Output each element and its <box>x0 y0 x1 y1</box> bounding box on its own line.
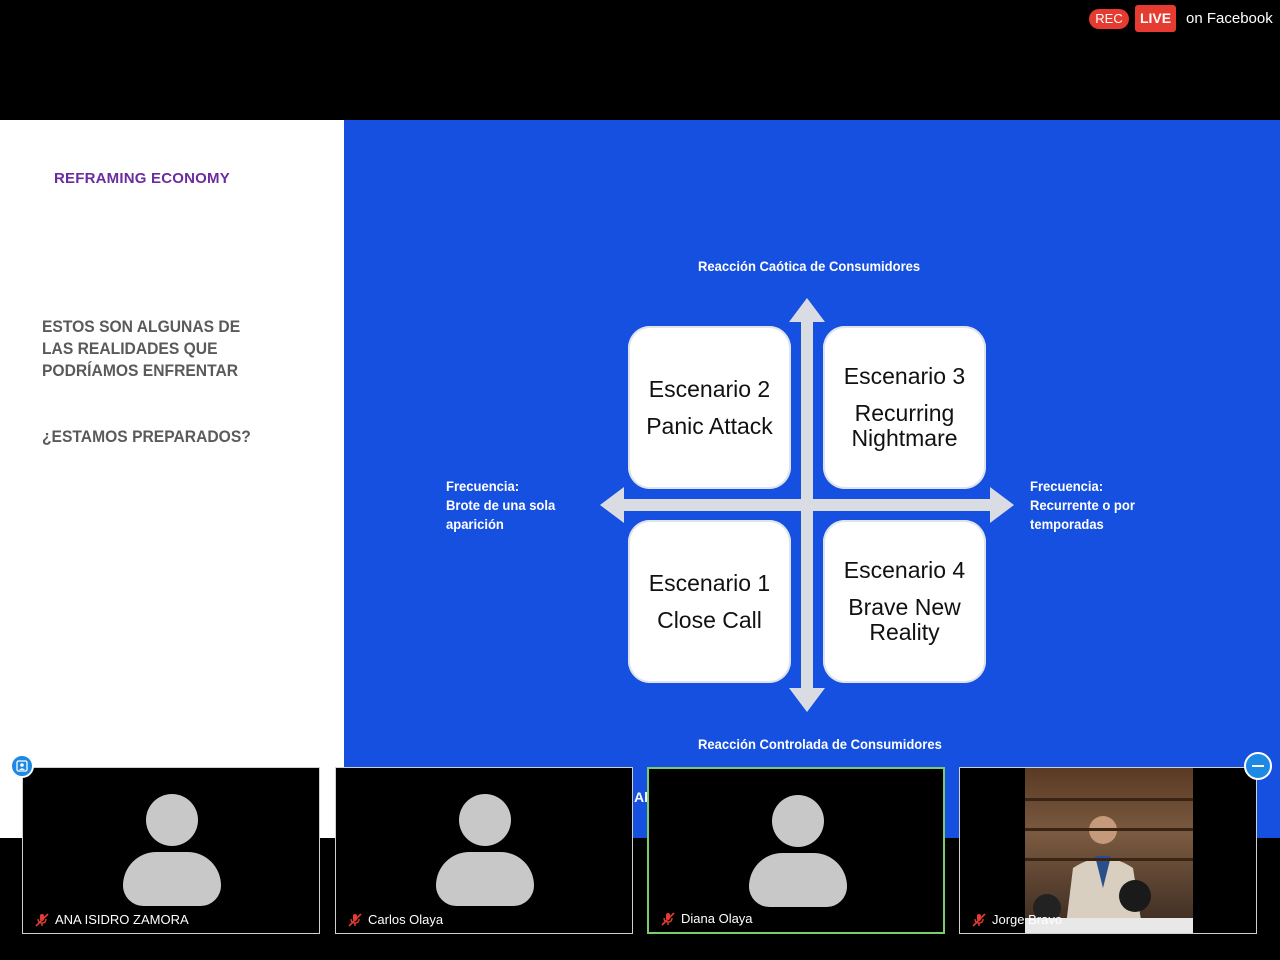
scenario-name: Panic Attack <box>646 412 773 439</box>
participant-name: ANA ISIDRO ZAMORA <box>55 912 189 927</box>
mic-muted-icon <box>35 912 49 927</box>
scenario-name: Close Call <box>657 606 762 633</box>
avatar-placeholder-icon <box>123 794 221 906</box>
scenario-name: Brave New <box>848 594 961 620</box>
live-destination: on Facebook <box>1186 10 1273 27</box>
mic-muted-icon <box>972 912 986 927</box>
scenario-name: Reality <box>869 619 940 645</box>
axis-left-line: Brote de una sola <box>446 497 556 513</box>
axis-right-line: Recurrente o por <box>1030 497 1135 513</box>
axis-left-line: aparición <box>446 516 504 532</box>
participant-name: Diana Olaya <box>681 911 753 926</box>
participant-tile-active-speaker[interactable]: Diana Olaya <box>647 767 945 934</box>
participant-tile[interactable]: Carlos Olaya <box>335 767 633 934</box>
axis-right-line: Frecuencia: <box>1030 478 1104 494</box>
participant-tile[interactable]: ANA ISIDRO ZAMORA <box>22 767 320 934</box>
slide-question: ¿ESTAMOS PREPARADOS? <box>42 427 251 446</box>
headline-line: PODRÍAMOS ENFRENTAR <box>42 361 239 380</box>
participant-name-bar: Diana Olaya <box>661 911 753 926</box>
scenario-4-card: Escenario 4 Brave New Reality <box>823 520 986 683</box>
axis-left-line: Frecuencia: <box>446 478 520 494</box>
participant-tile[interactable]: Jorge Bravo <box>959 767 1257 934</box>
participant-name: Carlos Olaya <box>368 912 444 927</box>
headline-line: LAS REALIDADES QUE <box>42 339 218 358</box>
axis-label-top: Reacción Caótica de Consumidores <box>698 258 921 274</box>
live-badge[interactable]: LIVE <box>1135 5 1176 32</box>
scenario-number: Escenario 1 <box>648 569 771 596</box>
scenario-number: Escenario 3 <box>843 363 966 389</box>
axis-right-line: temporadas <box>1030 516 1104 532</box>
slide-peek-text: Al <box>634 789 648 805</box>
top-status-bar: REC LIVE on Facebook <box>0 0 1280 120</box>
scenario-name: Nightmare <box>851 425 958 451</box>
shared-screen: REFRAMING ECONOMY ESTOS SON ALGUNAS DE L… <box>0 120 1280 840</box>
scenario-name: Recurring <box>854 400 955 426</box>
axis-label-bottom: Reacción Controlada de Consumidores <box>698 736 942 752</box>
scenario-1-card: Escenario 1 Close Call <box>628 520 791 683</box>
rec-badge: REC <box>1089 9 1129 29</box>
axis-arrows <box>600 298 1014 712</box>
headline-line: ESTOS SON ALGUNAS DE <box>42 317 241 336</box>
scenario-number: Escenario 4 <box>843 557 966 583</box>
scenario-number: Escenario 2 <box>648 375 771 402</box>
slide-left-panel: REFRAMING ECONOMY ESTOS SON ALGUNAS DE L… <box>0 120 344 840</box>
axis-label-left: Frecuencia: Brote de una sola aparición <box>446 477 595 534</box>
mic-muted-icon <box>661 911 675 926</box>
slide-brand: REFRAMING ECONOMY <box>54 170 230 187</box>
participant-name: Jorge Bravo <box>992 912 1063 927</box>
axis-label-right: Frecuencia: Recurrente o por temporadas <box>1030 477 1179 534</box>
participant-video <box>1025 768 1193 933</box>
pin-video-icon[interactable] <box>10 754 34 778</box>
mic-muted-icon <box>348 912 362 927</box>
avatar-placeholder-icon <box>436 794 534 906</box>
speaker-silhouette-icon <box>1025 816 1193 933</box>
scenario-2-card: Escenario 2 Panic Attack <box>628 326 791 489</box>
scenario-3-card: Escenario 3 Recurring Nightmare <box>823 326 986 489</box>
participant-name-bar: Carlos Olaya <box>348 912 443 927</box>
participant-name-bar: ANA ISIDRO ZAMORA <box>35 912 189 927</box>
participant-name-bar: Jorge Bravo <box>972 912 1062 927</box>
slide-headline: ESTOS SON ALGUNAS DE LAS REALIDADES QUE … <box>42 316 263 382</box>
avatar-placeholder-icon <box>749 795 847 907</box>
minimize-icon[interactable] <box>1244 752 1272 780</box>
